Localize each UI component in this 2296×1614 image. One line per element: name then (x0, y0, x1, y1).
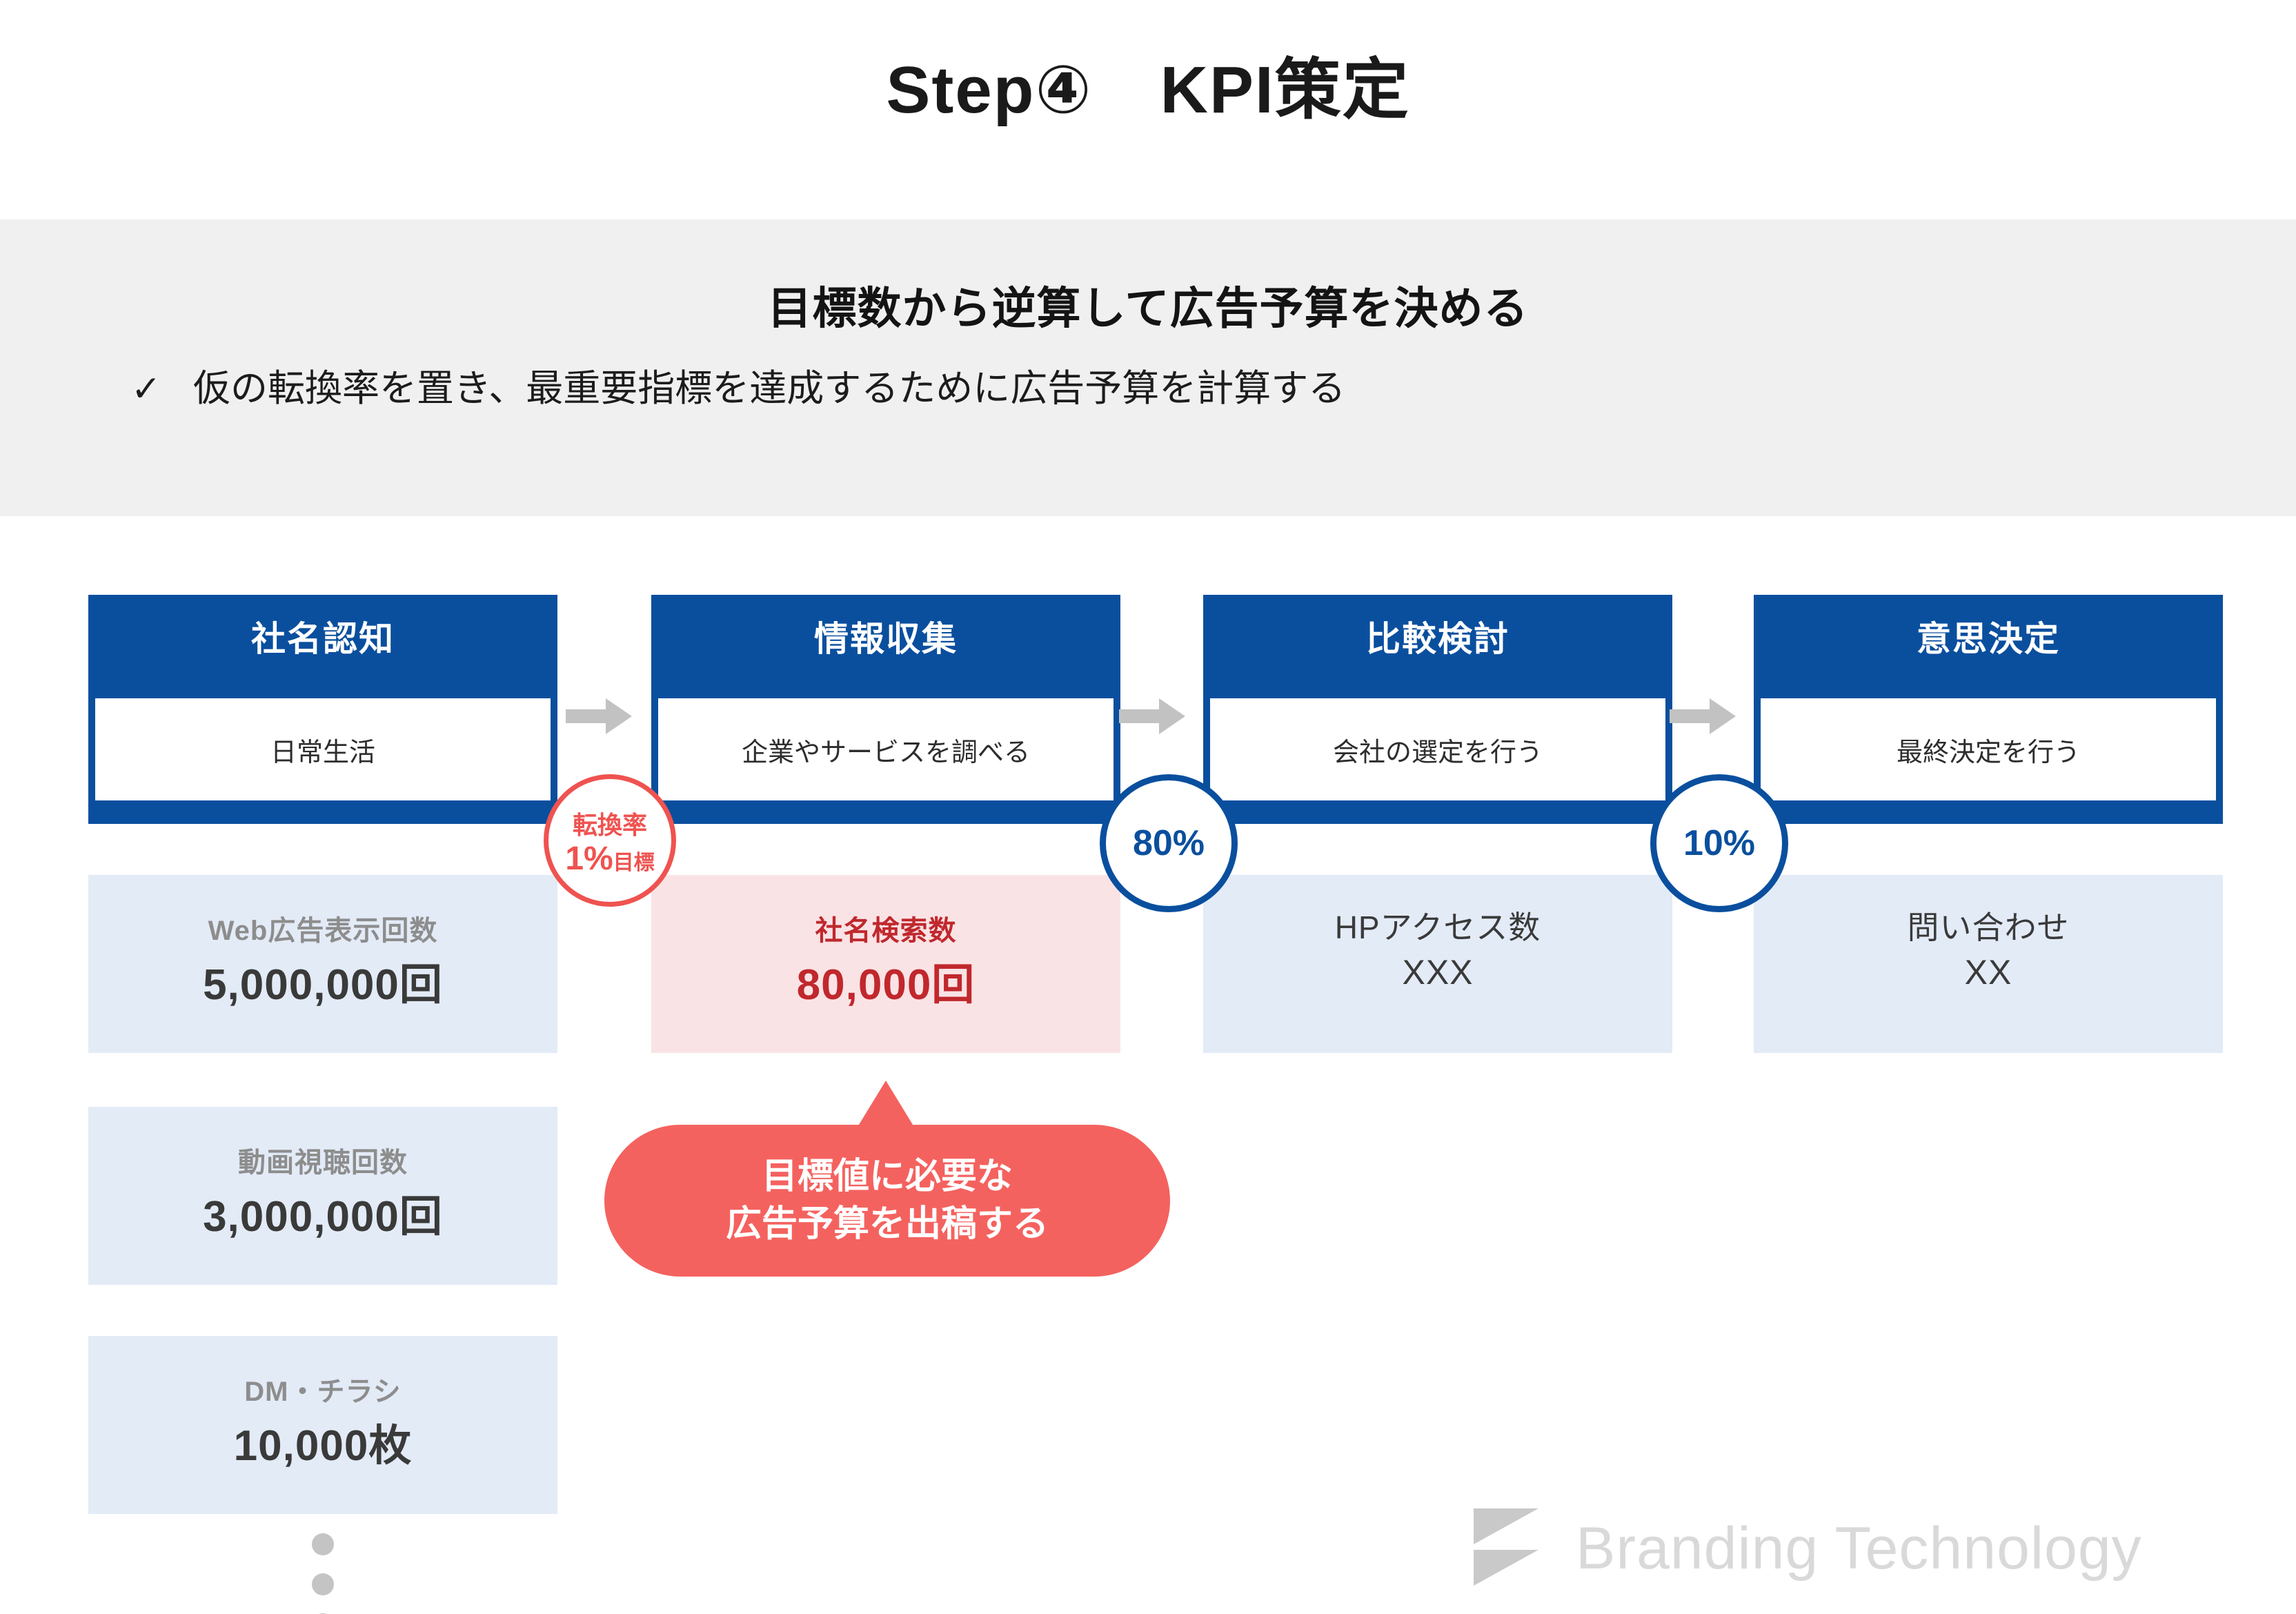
metric-label-brand-search: 社名検索数 (815, 916, 957, 946)
brand-arrow-icon (1469, 1506, 1555, 1592)
stage-desc-3: 会社の選定を行う (1332, 738, 1543, 767)
callout-balloon: 目標値に必要な 広告予算を出稿する (604, 1125, 1170, 1277)
metric-label-web-ads: Web広告表示回数 (208, 916, 438, 946)
continuation-dots (312, 1533, 337, 1614)
metric-cell-dm-flyer: DM・チラシ 10,000枚 (88, 1336, 557, 1514)
flow-arrow-icon-1 (566, 697, 632, 736)
metric-label-dm-flyer: DM・チラシ (244, 1377, 402, 1407)
metric-value-inquiry: XX (1964, 953, 2012, 992)
metric-cell-hp-access: HPアクセス数 XXX (1203, 875, 1672, 1053)
metric-cell-brand-search: 社名検索数 80,000回 (651, 875, 1120, 1053)
flow-arrow-icon-3 (1670, 697, 1736, 736)
banner-bullet-text: 仮の転換率を置き、最重要指標を達成するために広告予算を計算する (193, 368, 1346, 409)
summary-banner: 目標数から逆算して広告予算を決める ✓ 仮の転換率を置き、最重要指標を達成するため… (0, 219, 2296, 516)
stage-box-3: 比較検討 会社の選定を行う (1203, 595, 1672, 824)
stage-title-3: 比較検討 (1366, 620, 1510, 658)
metric-label-inquiry: 問い合わせ (1907, 909, 2070, 945)
conversion-rate-value: 1% (565, 840, 613, 877)
percent-badge-80: 80% (1100, 774, 1238, 912)
stage-box-2: 情報収集 企業やサービスを調べる (651, 595, 1120, 824)
brand-logo: Branding Technology (1469, 1506, 2142, 1592)
stage-desc-panel-2: 企業やサービスを調べる (658, 698, 1114, 800)
metric-cell-web-ads: Web広告表示回数 5,000,000回 (88, 875, 557, 1053)
metric-value-brand-search: 80,000回 (796, 961, 976, 1009)
conversion-rate-value-row: 1%目標 (548, 840, 671, 878)
metric-cell-inquiry: 問い合わせ XX (1754, 875, 2223, 1053)
stage-title-1: 社名認知 (251, 620, 395, 658)
metric-label-hp-access: HPアクセス数 (1334, 909, 1541, 945)
stage-box-1: 社名認知 日常生活 (88, 595, 557, 824)
metric-value-video-views: 3,000,000回 (203, 1193, 443, 1241)
stage-title-4: 意思決定 (1917, 620, 2060, 658)
conversion-rate-suffix: 目標 (613, 852, 655, 874)
conversion-rate-label: 転換率 (572, 811, 647, 839)
stage-desc-4: 最終決定を行う (1896, 738, 2080, 767)
callout-tail-icon (855, 1081, 916, 1130)
brand-name: Branding Technology (1576, 1515, 2142, 1582)
flow-arrow-icon-2 (1119, 697, 1185, 736)
metric-label-video-views: 動画視聴回数 (238, 1148, 408, 1178)
percent-badge-10: 10% (1650, 774, 1788, 912)
metric-value-web-ads: 5,000,000回 (203, 961, 443, 1009)
stage-desc-panel-3: 会社の選定を行う (1210, 698, 1665, 800)
stage-desc-panel-1: 日常生活 (95, 698, 551, 800)
page-title: Step④ KPI策定 (886, 53, 1410, 127)
callout-line-2: 広告予算を出稿する (725, 1204, 1049, 1244)
dot-icon (312, 1573, 334, 1595)
callout-line-1: 目標値に必要な (761, 1157, 1013, 1197)
banner-bullet-row: ✓ 仮の転換率を置き、最重要指標を達成するために広告予算を計算する (131, 357, 1345, 412)
stage-desc-panel-4: 最終決定を行う (1761, 698, 2216, 800)
stage-desc-2: 企業やサービスを調べる (741, 738, 1030, 767)
metric-value-dm-flyer: 10,000枚 (233, 1422, 413, 1470)
conversion-rate-badge: 転換率 1%目標 (544, 774, 676, 907)
stage-desc-1: 日常生活 (270, 738, 375, 767)
metric-value-hp-access: XXX (1402, 953, 1474, 992)
metric-cell-video-views: 動画視聴回数 3,000,000回 (88, 1107, 557, 1285)
stage-box-4: 意思決定 最終決定を行う (1754, 595, 2223, 824)
check-icon: ✓ (131, 369, 161, 409)
dot-icon (312, 1533, 334, 1555)
banner-heading: 目標数から逆算して広告予算を決める (767, 284, 1529, 333)
stage-title-2: 情報収集 (814, 620, 958, 658)
